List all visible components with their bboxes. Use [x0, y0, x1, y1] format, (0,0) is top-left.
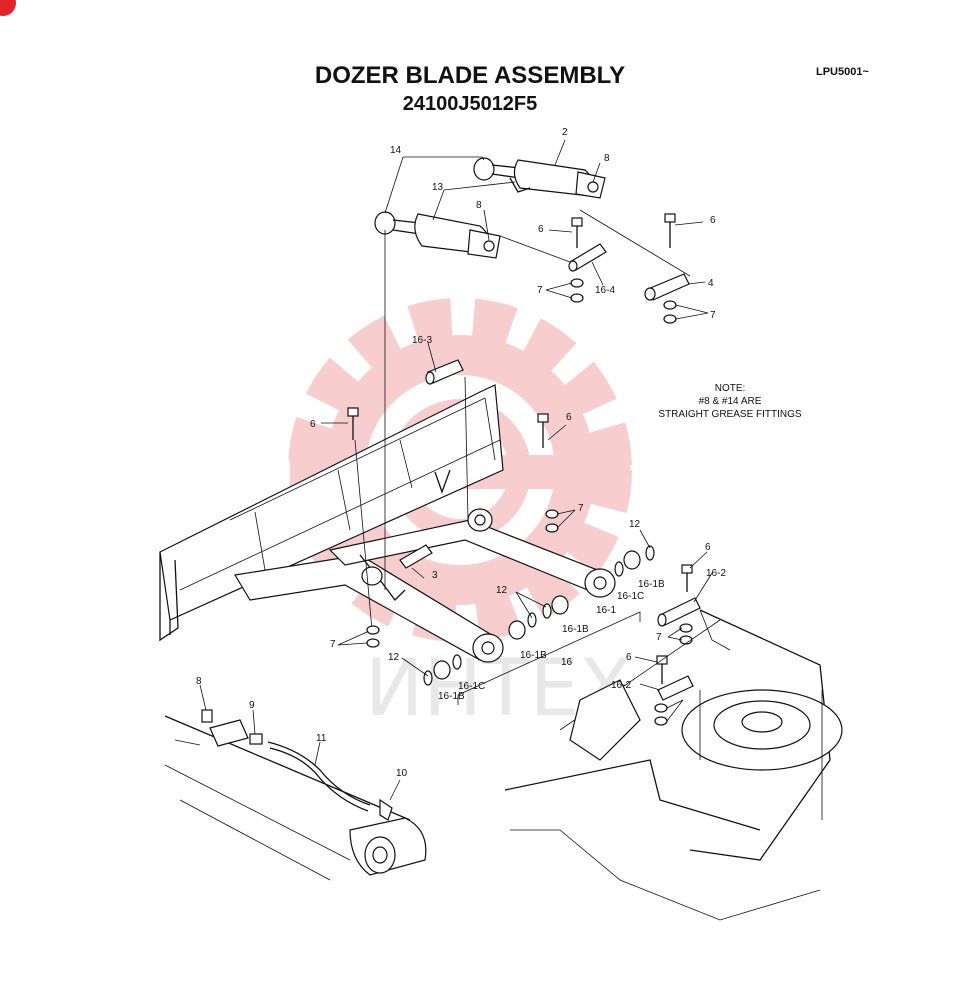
callout-10: 10 [396, 768, 408, 779]
callout-6: 6 [626, 652, 632, 663]
callout-6: 6 [538, 224, 544, 235]
pin-4 [644, 273, 690, 301]
callout-3: 3 [432, 570, 438, 581]
callout-16-1C: 16-1C [458, 681, 485, 692]
bolt-6-right-upper [681, 564, 693, 592]
note-heading: NOTE: [714, 383, 746, 394]
callout-6: 6 [705, 542, 711, 553]
corner-badge [0, 0, 16, 16]
callout-7: 7 [710, 310, 716, 321]
callout-9: 9 [249, 700, 255, 711]
callout-8: 8 [476, 200, 482, 211]
push-frame [234, 508, 616, 663]
callout-16-1B: 16-1B [520, 650, 547, 661]
callout-6: 6 [310, 419, 316, 430]
callout-16-1B: 16-1B [638, 579, 665, 590]
callout-13: 13 [432, 182, 444, 193]
page-code: LPU5001~ [816, 66, 869, 78]
callout-12: 12 [496, 585, 508, 596]
fitting-9 [249, 733, 263, 745]
bolt-6-center [464, 376, 559, 533]
callout-7: 7 [330, 639, 336, 650]
lower-left-frame [164, 715, 427, 881]
leader-lines [199, 139, 713, 801]
callout-8: 8 [196, 676, 202, 687]
tractor-frame [504, 609, 843, 921]
cylinder-upper [473, 157, 606, 199]
nuts-7-upper [570, 278, 677, 324]
callout-16-1B: 16-1B [438, 691, 465, 702]
callout-16-2: 16-2 [706, 568, 726, 579]
pin-16-2-upper [657, 597, 701, 645]
note-line: #8 & #14 ARE [698, 396, 762, 407]
callout-12: 12 [388, 652, 400, 663]
pin-3 [399, 544, 433, 569]
bolt-6-left [347, 230, 386, 648]
bolt-6-upper-right [664, 213, 676, 248]
callout-4: 4 [708, 278, 714, 289]
grease-fitting-note: NOTE: #8 & #14 ARE STRAIGHT GREASE FITTI… [630, 382, 830, 421]
grease-fitting-8 [201, 709, 213, 723]
pin-16-4 [568, 243, 607, 272]
dozer-blade [159, 384, 504, 642]
callout-11: 11 [316, 733, 327, 744]
callout-labels: 2 14 13 8 8 6 6 4 16-4 7 7 16-3 6 6 7 12… [196, 127, 726, 779]
bushings-16-1b [433, 550, 641, 680]
hose-11 [267, 741, 371, 812]
cylinder-lower [374, 211, 501, 259]
callout-14: 14 [390, 145, 402, 156]
callout-16-3: 16-3 [412, 335, 432, 346]
note-line: STRAIGHT GREASE FITTINGS [658, 409, 802, 420]
callout-6: 6 [710, 215, 716, 226]
callout-7: 7 [656, 632, 662, 643]
callout-2: 2 [562, 127, 568, 138]
callout-8: 8 [604, 153, 610, 164]
callout-7: 7 [537, 285, 543, 296]
callout-16-1: 16-1 [596, 605, 616, 616]
callout-16-2: 16-2 [611, 680, 631, 691]
pin-16-2-lower [654, 675, 694, 726]
callout-16-1B: 16-1B [562, 624, 589, 635]
pin-16-3 [425, 359, 464, 385]
diagram-title: DOZER BLADE ASSEMBLY [314, 62, 626, 89]
callout-16-4: 16-4 [595, 285, 615, 296]
callout-16-1C: 16-1C [617, 591, 644, 602]
part-number: 24100J5012F5 [402, 93, 538, 115]
elbow-10 [379, 798, 393, 821]
callout-6: 6 [566, 412, 572, 423]
callout-7: 7 [578, 503, 584, 514]
callout-16: 16 [561, 657, 573, 668]
callout-12: 12 [629, 519, 641, 530]
bolt-6-upper-left [571, 217, 583, 248]
